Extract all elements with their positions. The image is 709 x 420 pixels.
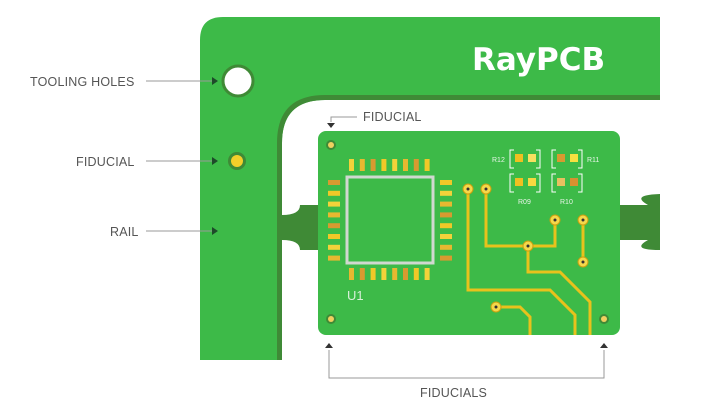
chip-pad xyxy=(328,255,340,261)
chip-pad xyxy=(440,234,452,239)
label-tooling-holes: TOOLING HOLES xyxy=(30,75,134,89)
board-fiducials xyxy=(326,140,609,324)
tooling-hole xyxy=(221,64,255,98)
resistor-footprints xyxy=(509,149,583,193)
chip-pad xyxy=(413,159,419,171)
chip-pad xyxy=(328,180,340,185)
r12-label: R12 xyxy=(492,157,505,164)
chip-pad xyxy=(440,190,452,196)
chip-pad xyxy=(328,223,340,229)
chip-pad xyxy=(403,159,408,171)
chip-pad xyxy=(381,159,387,171)
chip-pad xyxy=(328,244,340,250)
chip-pad xyxy=(440,201,452,207)
label-fiducial-board: FIDUCIAL xyxy=(363,110,422,124)
chip-pad xyxy=(349,159,354,171)
brand-logo: RayPCB xyxy=(472,42,605,78)
label-fiducial-rail: FIDUCIAL xyxy=(76,155,135,169)
chip-pad xyxy=(370,159,376,171)
chip-pad xyxy=(440,180,452,185)
r10-label: R10 xyxy=(560,199,573,206)
fiducial-arrows xyxy=(325,123,608,348)
label-fiducials: FIDUCIALS xyxy=(420,386,487,400)
copper-traces xyxy=(466,189,592,335)
chip-pad xyxy=(413,268,419,280)
chip-pad xyxy=(392,159,398,171)
u1-label: U1 xyxy=(347,288,364,303)
u1-pads xyxy=(328,159,452,280)
chip-pad xyxy=(424,268,430,280)
rail-fiducial-gold xyxy=(231,155,243,167)
resistor-pads xyxy=(515,154,578,186)
callout-arrows xyxy=(212,77,218,235)
callout-lines xyxy=(146,80,605,379)
r09-label: R09 xyxy=(518,199,531,206)
chip-pad xyxy=(440,255,452,261)
chip-pad xyxy=(440,212,452,218)
chip-pad xyxy=(328,212,340,218)
label-rail: RAIL xyxy=(110,225,139,239)
u1-footprint xyxy=(345,175,435,265)
chip-pad xyxy=(328,234,340,239)
chip-pad xyxy=(328,201,340,207)
via-holes xyxy=(466,187,585,309)
chip-pad xyxy=(359,159,365,171)
r11-label: R11 xyxy=(587,157,599,164)
chip-pad xyxy=(440,223,452,229)
chip-pad xyxy=(328,190,340,196)
chip-pad xyxy=(381,268,387,280)
breakaway-tab-left xyxy=(282,205,318,250)
breakaway-tab-right xyxy=(620,194,660,250)
chip-pad xyxy=(349,268,354,280)
chip-pad xyxy=(392,268,398,280)
chip-pad xyxy=(359,268,365,280)
chip-pad xyxy=(403,268,408,280)
chip-pad xyxy=(424,159,430,171)
chip-pad xyxy=(370,268,376,280)
panel-rail xyxy=(200,17,660,360)
chip-pad xyxy=(440,244,452,250)
